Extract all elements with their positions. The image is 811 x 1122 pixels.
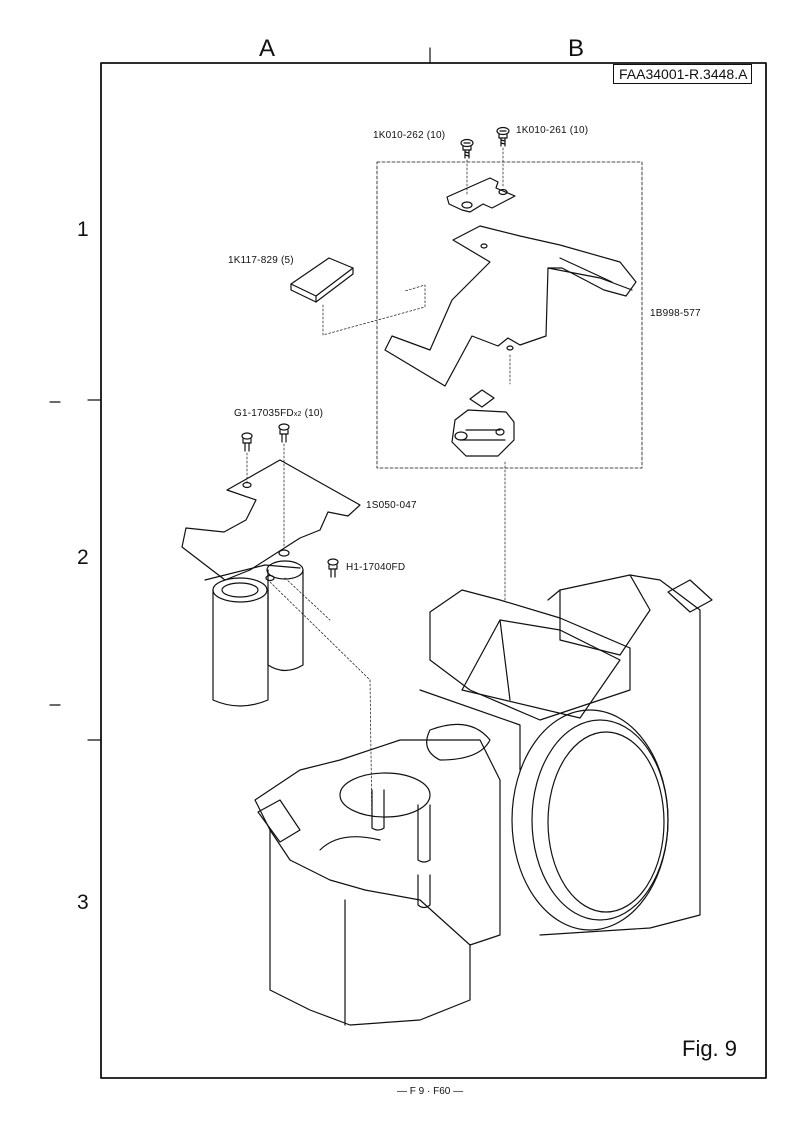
part-label-1k010-262: 1K010-262 (10): [373, 130, 446, 141]
column-label-b: B: [568, 35, 585, 62]
strobe-pcb: [181, 459, 361, 581]
subassembly-dashed-box: [376, 161, 643, 469]
row-label-1: 1: [77, 218, 89, 241]
part-qty-g1: (10): [304, 408, 324, 419]
part-label-1k117-829: 1K117-829 (5): [228, 255, 294, 266]
part-label-h1-17040fd: H1-17040FD: [346, 562, 406, 573]
part-code-g1: G1-17035FD: [234, 408, 294, 419]
screw-h1: [327, 558, 339, 578]
camera-body: [254, 574, 713, 1026]
screw-1k010-262: [460, 138, 474, 197]
part-code-g1-suffix: x2: [293, 411, 302, 418]
row-label-3: 3: [77, 891, 89, 914]
part-label-1s050-047: 1S050-047: [366, 500, 417, 511]
pad-part: [290, 257, 426, 336]
bracket: [446, 177, 516, 213]
document-code: FAA34001-R.3448.A: [613, 64, 753, 84]
connector-block: [451, 389, 515, 601]
part-label-1k010-261: 1K010-261 (10): [516, 125, 589, 136]
screw-g1-left: [241, 432, 253, 486]
figure-label: Fig. 9: [682, 1036, 738, 1061]
screw-1k010-261: [496, 126, 510, 187]
flex-board: [384, 225, 637, 387]
part-label-g1-17035fd: G1-17035FDx2 (10): [234, 408, 323, 419]
screw-g1-right: [278, 423, 290, 549]
capacitors: [204, 560, 373, 829]
row-label-2: 2: [77, 546, 89, 569]
column-label-a: A: [259, 35, 276, 62]
page-frame: [100, 62, 767, 1079]
part-label-1b998-577: 1B998-577: [650, 308, 701, 319]
page-footer: — F 9 · F60 —: [397, 1086, 464, 1097]
